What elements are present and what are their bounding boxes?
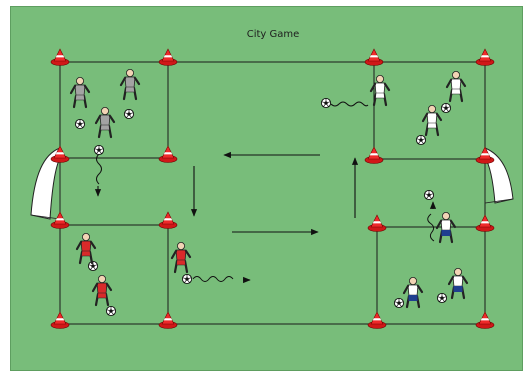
balls xyxy=(74,97,452,317)
ball-icon xyxy=(423,189,435,201)
cones xyxy=(50,48,495,329)
dribble-paths xyxy=(96,101,435,282)
player-icon xyxy=(447,267,469,300)
cone-icon xyxy=(475,311,495,329)
dribble-line-icon xyxy=(427,213,435,242)
player-icon xyxy=(75,232,97,265)
ball-icon xyxy=(440,102,452,114)
ball-icon xyxy=(105,305,117,317)
cone-icon xyxy=(364,48,384,66)
dribble-line-icon xyxy=(330,101,369,107)
cone-icon xyxy=(475,48,495,66)
ball-icon xyxy=(181,273,193,285)
player-icon xyxy=(170,241,192,274)
grid-bottom-left xyxy=(59,224,169,325)
ball-icon xyxy=(74,118,86,130)
dribble-line-icon xyxy=(192,276,234,282)
cone-icon xyxy=(367,311,387,329)
player-icon xyxy=(445,70,467,103)
player-icon xyxy=(94,106,116,139)
ball-icon xyxy=(436,292,448,304)
cone-icon xyxy=(158,145,178,163)
pitch-lines xyxy=(59,61,486,325)
ball-icon xyxy=(415,134,427,146)
ball-icon xyxy=(320,97,332,109)
pitch xyxy=(10,6,523,371)
player-icon xyxy=(421,104,443,137)
diagram-title: City Game xyxy=(246,29,300,40)
player-icon xyxy=(119,68,141,101)
outer-boundary xyxy=(59,61,486,325)
team-white-blue xyxy=(402,211,469,309)
cone-icon xyxy=(158,311,178,329)
player-icon xyxy=(69,76,91,109)
ball-icon xyxy=(123,108,135,120)
cone-icon xyxy=(50,211,70,229)
ball-icon xyxy=(93,144,105,156)
cone-icon xyxy=(364,146,384,164)
cone-icon xyxy=(158,48,178,66)
grid-top-right xyxy=(373,61,486,160)
cone-icon xyxy=(50,311,70,329)
cone-icon xyxy=(367,214,387,232)
cone-icon xyxy=(158,211,178,229)
player-icon xyxy=(402,276,424,309)
player-icon xyxy=(91,274,113,307)
shorts-icon xyxy=(453,286,463,292)
grid-bottom-right xyxy=(376,226,486,325)
ball-icon xyxy=(393,297,405,309)
cone-icon xyxy=(50,48,70,66)
cone-icon xyxy=(475,214,495,232)
dribble-line-icon xyxy=(96,153,102,185)
team-white xyxy=(369,70,467,137)
shorts-icon xyxy=(441,230,451,236)
shorts-icon xyxy=(408,295,418,301)
grid-top-left xyxy=(59,61,169,159)
pass-arrows xyxy=(94,151,437,284)
